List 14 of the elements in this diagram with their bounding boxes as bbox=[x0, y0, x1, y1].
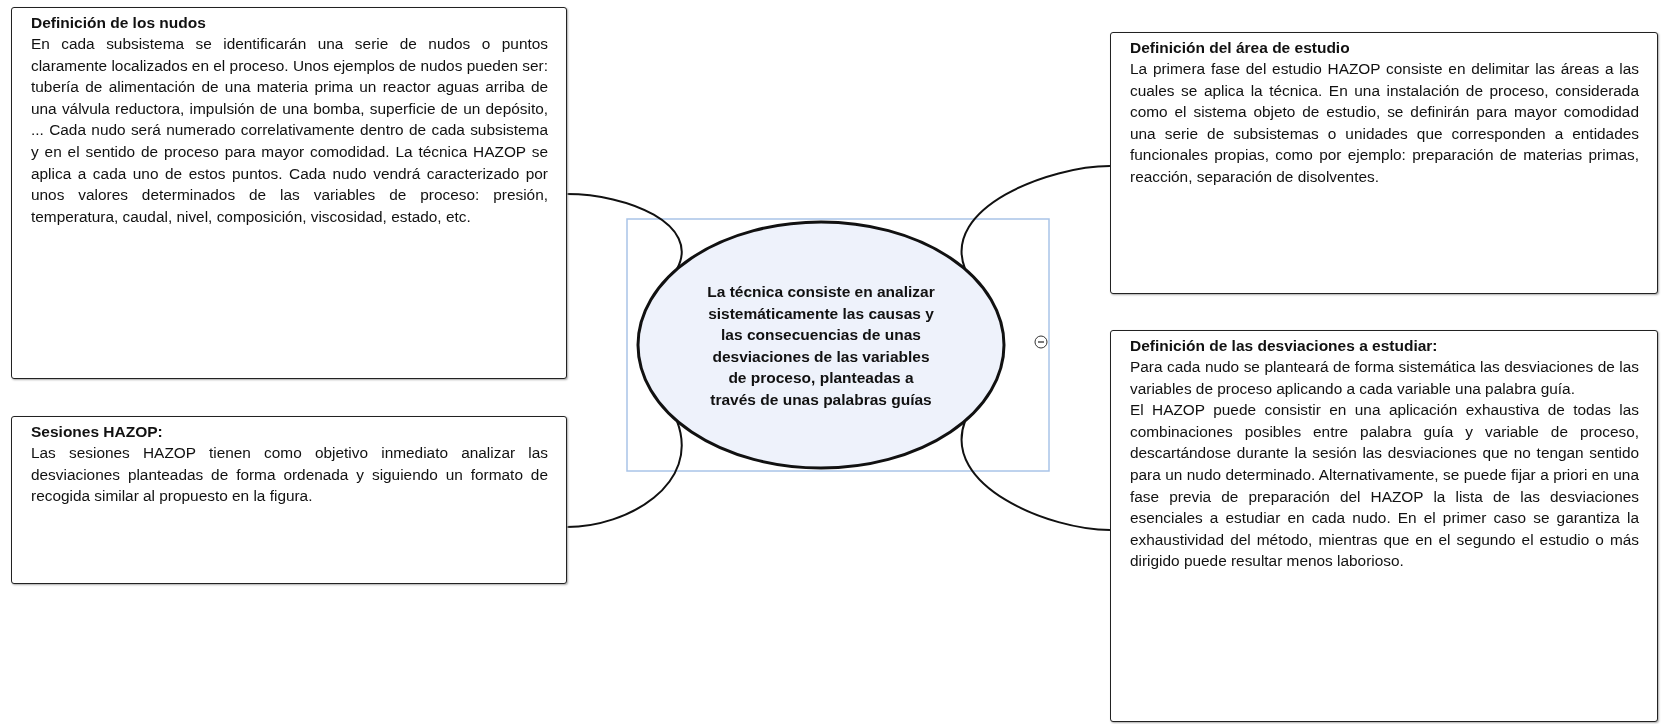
card-text: La primera fase del estudio HAZOP consiste en delimitar las áreas a las cuales se aplica la técnica. En una instalación de proceso, considerada como el sistema objeto de estudio, se definirán para mayor comodidad una serie de subsistemas o unidades que corresponden a entidades funcionales propias, como por ejemplo: preparación de materias primas, reacción, separación de disolventes. bbox=[1130, 59, 1639, 187]
card-heading: Sesiones HAZOP: bbox=[31, 422, 164, 442]
card-heading: Definición de los nudos bbox=[31, 13, 207, 33]
topic-card bbox=[11, 416, 567, 584]
topic-card bbox=[11, 7, 567, 379]
card-heading: Definición del área de estudio bbox=[1130, 38, 1351, 58]
card-text: Para cada nudo se planteará de forma sistemática las desviaciones de las variables de proceso aplicando a cada variable una palabra guía. bbox=[1130, 357, 1639, 399]
card-text: Las sesiones HAZOP tienen como objetivo inmediato analizar las desviaciones planteadas de forma ordenada y siguiendo un formato de recogida similar al propuesto en la figura. bbox=[31, 443, 548, 507]
card-text: En cada subsistema se identificarán una serie de nudos o puntos claramente localizados en el proceso. Unos ejemplos de nudos pueden ser: tubería de alimentación de una materia prima un reactor aguas arriba de una válvula reductora, impulsión de una bomba, superficie de un depósito, ... Cada nudo será numerado correlativamente dentro de cada subsistema y en el sentido de proceso para mayor comodidad. La técnica HAZOP se aplica a cada uno de estos puntos. Cada nudo vendrá caracterizado por unos valores determinados de las variables de proceso: presión, temperatura, caudal, nivel, composición, viscosidad, estado, etc. bbox=[31, 34, 548, 227]
card-heading: Definición de las desviaciones a estudiar: bbox=[1130, 336, 1439, 356]
topic-card bbox=[1110, 32, 1658, 294]
topic-text: La técnica consiste en analizar sistemáticamente las causas y las consecuencias de unas desviaciones de las variables de proceso, planteadas a través de unas palabras guías bbox=[706, 281, 936, 410]
card-text: El HAZOP puede consistir en una aplicación exhaustiva de todas las combinaciones posibles entre palabra guía y variable de proceso, descartándose durante la sesión las desviaciones que no tengan sentido para un nudo determinado. Alternativamente, se puede fijar a priori en una fase previa de preparación del HAZOP la lista de las desviaciones esenciales a estudiar en cada nudo. En el primer caso se garantiza la exhaustividad del método, mientras que en el segundo el estudio o más dirigido puede resultar menos laborioso. bbox=[1130, 400, 1639, 572]
topic-card bbox=[1110, 330, 1658, 722]
